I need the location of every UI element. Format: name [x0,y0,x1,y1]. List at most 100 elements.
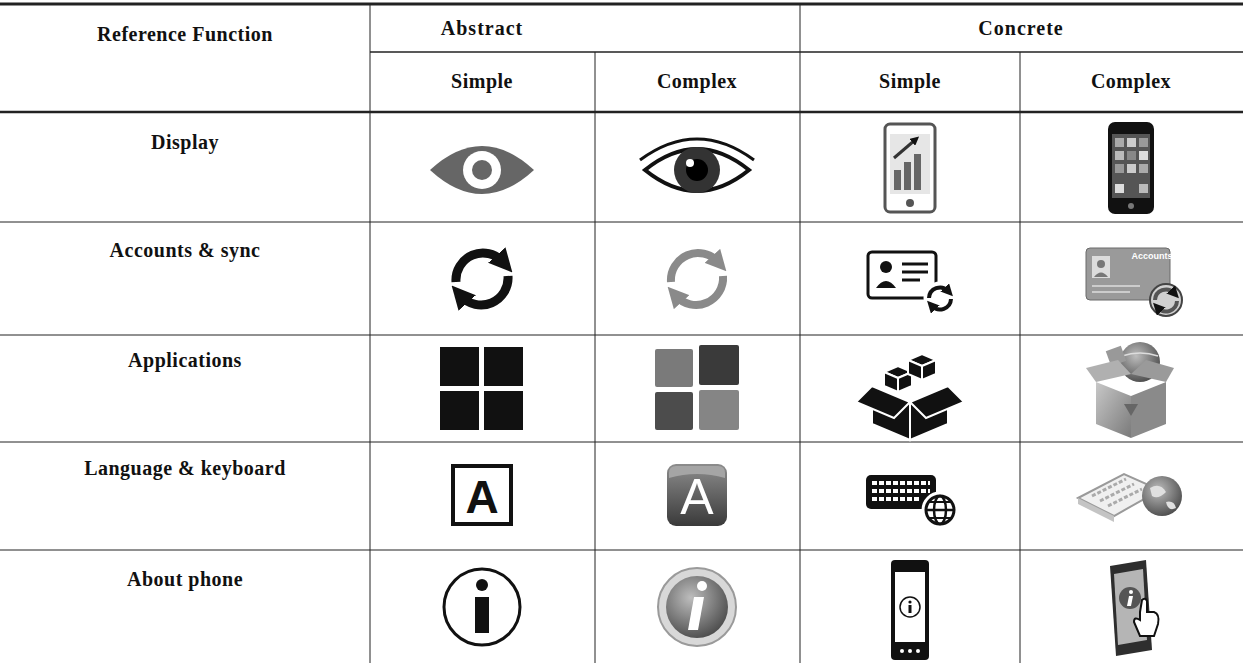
tiles-simple-icon-part [440,391,479,430]
icon-letter: A [465,472,498,523]
accounts-card-icon-part [1155,290,1174,300]
letter-box-icon [453,466,511,524]
tiles-simple-icon [440,347,523,430]
phone-info-icon-part [895,572,925,642]
tiles-complex-icon-part [699,345,739,385]
id-card-sync-icon-part [880,261,892,273]
group-header: Abstract [441,17,523,39]
eye-complex-icon-part [686,159,694,167]
accounts-card-icon-part [1158,301,1177,311]
table-rules-part [595,52,596,663]
accounts-card-icon [1086,248,1182,316]
row-label: Language & keyboard [84,457,286,479]
eye-simple-icon-part [430,146,534,194]
table-rules-part [0,3,1243,6]
row-label: About phone [127,568,243,590]
phone-chart-icon [885,124,935,212]
table-rules-part [0,335,1243,336]
keyboard-globe-complex-icon-part [1078,498,1114,522]
info-simple-icon-part [476,579,488,591]
phone-info-icon-part [908,649,912,653]
table-rules [0,4,1243,663]
keyboard-globe-complex-icon-part [1092,479,1126,496]
open-box-icon-part [910,386,964,418]
smartphone-icon-part [1115,184,1124,193]
icon-letter: A [680,470,713,525]
row-label: Applications [128,349,242,371]
info-complex-icon-part [688,597,704,630]
table-rules-part [1020,52,1021,663]
package-globe-icon-part [1096,382,1131,438]
sync-simple-icon [456,253,508,305]
id-card-sync-icon-part [876,281,896,288]
package-globe-icon-part [1131,382,1166,438]
id-card-sync-icon-part [932,299,951,309]
phone-chart-icon-part [914,154,921,190]
sync-complex-icon-part [676,276,723,305]
accounts-card-icon-part [1092,256,1110,278]
phone-chart-icon-part [890,134,930,194]
phone-info-icon [891,560,929,660]
keyboard-globe-complex-icon-part [1150,486,1166,498]
row-label: Display [151,131,219,153]
phone-chart-icon-part [904,162,911,190]
phone-chart-icon-part [885,124,935,212]
column-header: Complex [1091,70,1171,92]
table-rules-part [0,442,1243,443]
sync-complex-icon [671,253,723,305]
id-card-sync-icon-part [902,279,920,282]
sync-simple-icon-part [461,276,508,305]
info-complex-icon-part [697,581,707,591]
smartphone-icon-part [1128,203,1134,209]
smartphone-icon-part [1115,138,1124,147]
phone-info-icon-part [900,649,904,653]
smartphone-icon-part [1127,151,1136,160]
smartphone-icon [1108,122,1154,214]
keyboard-globe-icon [866,475,957,527]
smartphone-icon-part [1108,122,1154,214]
keyboard-globe-complex-icon-part [1166,502,1176,510]
keyboard-globe-complex-icon-part [1108,489,1142,506]
keyboard-globe-complex-icon-part [1142,476,1182,516]
keyboard-globe-complex-icon-part [1100,484,1134,501]
phone-chart-icon-part [894,140,915,158]
phone-chart-icon-part [894,170,901,190]
column-header: Simple [879,70,941,92]
table-rules-part [0,111,1243,114]
smartphone-icon-part [1139,164,1148,173]
eye-simple-icon-part [463,151,501,189]
package-globe-icon-part [1124,404,1138,416]
id-card-sync-icon-part [925,283,955,313]
keyboard-globe-icon-part [872,481,930,485]
eye-simple-icon-part [472,160,492,180]
tiles-complex-icon-part [655,349,693,387]
keyboard-globe-icon-part [926,509,954,512]
info-simple-icon-part [475,597,489,633]
smartphone-icon-part [1139,151,1148,160]
column-header: Simple [451,70,513,92]
group-header: Concrete [978,17,1063,39]
phone-info-touch-icon-part [1119,587,1141,609]
keyboard-globe-icon-part [929,517,951,519]
smartphone-icon-part [1139,184,1148,193]
info-complex-icon [658,568,736,646]
eye-complex-icon-part [674,147,720,193]
info-simple-icon [444,569,520,645]
tiles-simple-icon-part [440,347,479,386]
table-rules-part [370,51,1243,53]
package-globe-icon [1086,342,1174,438]
eye-complex-icon [640,139,754,193]
tiles-simple-icon-part [484,391,523,430]
letter-tile-icon-part [667,464,727,526]
phone-info-icon-part [908,600,911,603]
letter-tile-icon [667,464,727,526]
card-caption: Accounts [1131,252,1172,262]
smartphone-icon-part [1115,164,1124,173]
tiles-complex-icon-part [655,392,693,430]
keyboard-globe-icon-part [872,497,920,501]
accounts-card-icon-part [1097,260,1105,268]
id-card-sync-icon-part [902,263,928,266]
keyboard-globe-complex-icon [1078,474,1182,522]
accounts-card-icon-part [1092,285,1140,287]
row-label: Accounts & sync [110,239,261,261]
